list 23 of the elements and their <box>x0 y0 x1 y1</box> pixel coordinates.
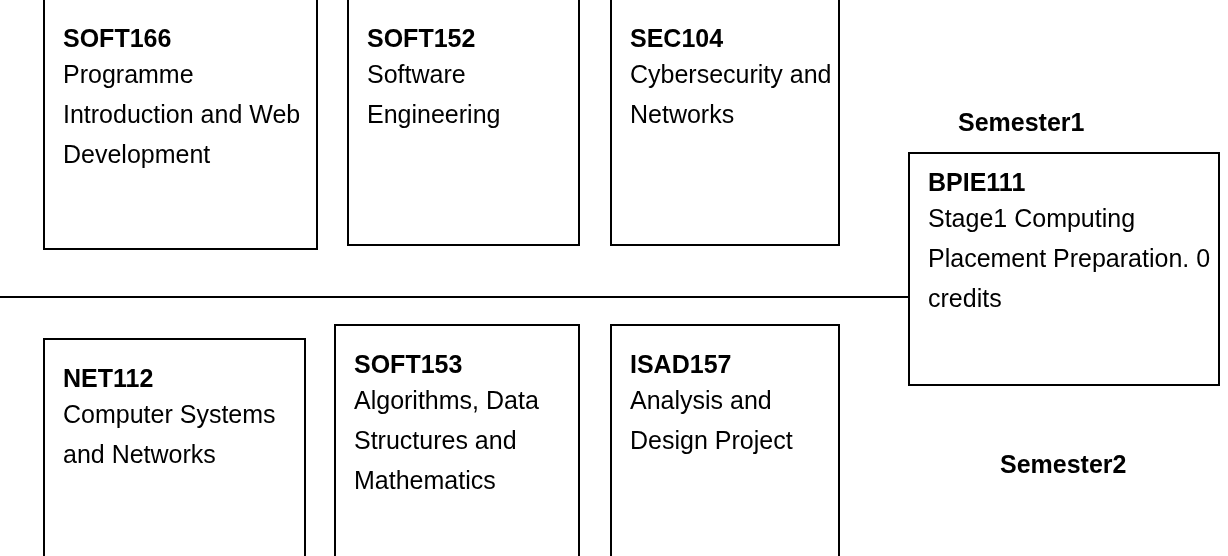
module-title: Computer Systems and Networks <box>63 399 277 470</box>
module-box <box>610 324 840 556</box>
module-box <box>43 0 318 250</box>
module-title: Analysis and Design Project <box>630 385 794 456</box>
module-box <box>908 152 1220 386</box>
module-title: Software Engineering <box>367 59 502 130</box>
module-title: Stage1 Computing Placement Preparation. 0 credits <box>928 203 1212 314</box>
semester-label: Semester1 <box>958 108 1085 137</box>
module-title: Programme Introduction and Web Development <box>63 59 302 170</box>
module-code: SOFT166 <box>63 23 173 54</box>
module-code: BPIE111 <box>928 167 1027 198</box>
semester-label: Semester2 <box>1000 450 1127 479</box>
module-box <box>610 0 840 246</box>
module-code: SOFT153 <box>354 349 464 380</box>
module-code: SOFT152 <box>367 23 477 54</box>
module-code: ISAD157 <box>630 349 733 380</box>
module-code: NET112 <box>63 363 155 394</box>
module-code: SEC104 <box>630 23 725 54</box>
module-box <box>347 0 580 246</box>
module-box <box>43 338 306 556</box>
module-title: Algorithms, Data Structures and Mathematics <box>354 385 540 496</box>
module-title: Cybersecurity and Networks <box>630 59 833 130</box>
module-box <box>334 324 580 556</box>
